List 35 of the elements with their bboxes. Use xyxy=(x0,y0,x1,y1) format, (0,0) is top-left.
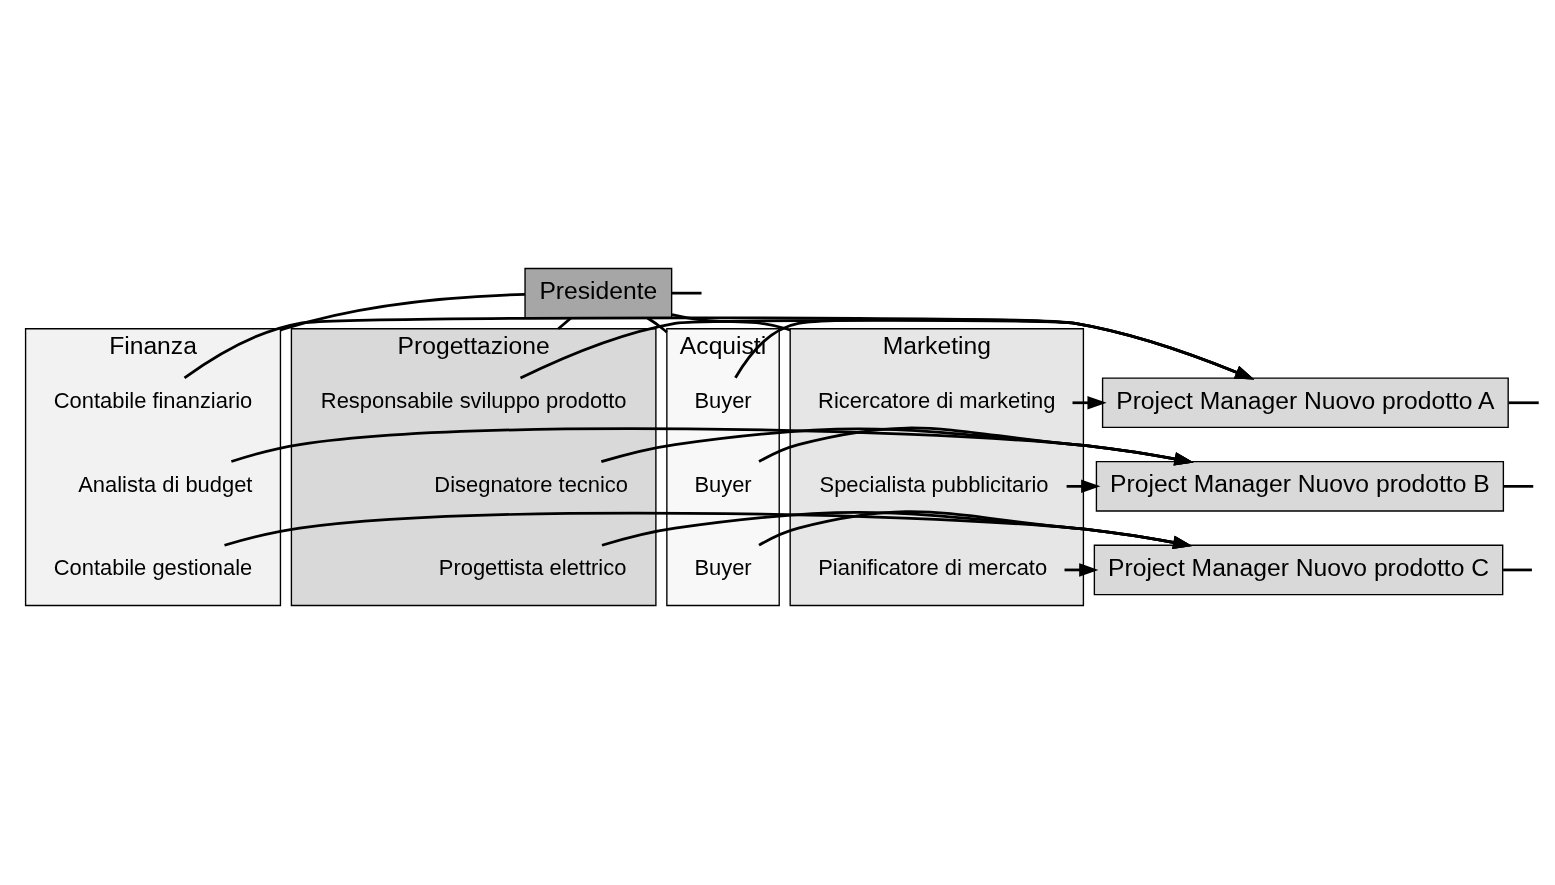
connector xyxy=(646,316,668,334)
arrow xyxy=(230,427,1194,466)
connector xyxy=(671,291,702,295)
arrow xyxy=(601,511,1193,550)
arrow xyxy=(600,427,1194,466)
node-text: Buyer xyxy=(694,555,752,581)
arrow xyxy=(183,316,1255,380)
node-text: Contabile gestionale xyxy=(53,555,253,581)
arrow xyxy=(519,319,1255,380)
node-text: Pianificatore di mercato xyxy=(818,555,1048,581)
node-text: Analista di budget xyxy=(78,471,253,497)
connector xyxy=(557,317,572,330)
node-text: Buyer xyxy=(694,387,752,413)
arrow xyxy=(758,426,1194,466)
connector xyxy=(1508,401,1539,405)
connector xyxy=(1503,485,1534,488)
node-text: Buyer xyxy=(694,471,752,497)
node-text: Contabile finanziario xyxy=(53,387,253,413)
node-box: Presidente xyxy=(524,267,673,319)
arrow xyxy=(758,510,1193,550)
node-text: Responsabile sviluppo prodotto xyxy=(320,387,627,413)
node-text: Specialista pubblicitario xyxy=(819,471,1049,497)
connector xyxy=(1503,568,1532,572)
arrow xyxy=(224,511,1193,550)
arrow xyxy=(1072,396,1107,410)
connector xyxy=(280,293,526,332)
node-box: Project Manager Nuovo prodotto A xyxy=(1101,377,1509,429)
arrow xyxy=(1066,479,1101,494)
node-text: Ricercatore di marketing xyxy=(818,387,1056,413)
node-text: Disegnatore tecnico xyxy=(434,471,629,497)
connector xyxy=(671,313,791,332)
node-box: Project Manager Nuovo prodotto C xyxy=(1093,544,1504,596)
node-box: Project Manager Nuovo prodotto B xyxy=(1095,461,1505,512)
node-text: Progettista elettrico xyxy=(438,555,627,581)
arrow xyxy=(734,318,1255,380)
